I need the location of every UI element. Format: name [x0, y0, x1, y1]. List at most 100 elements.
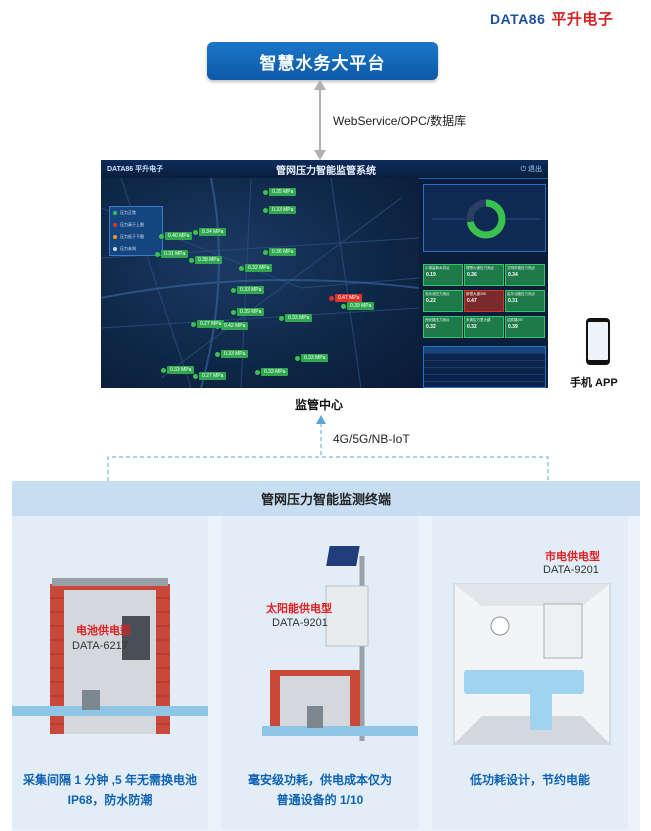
table-row[interactable] — [424, 382, 545, 388]
tile-name: 理想大道压力测点 — [466, 266, 494, 270]
marker-pin-icon[interactable] — [215, 352, 220, 357]
table-row[interactable] — [424, 368, 545, 375]
marker-pin-icon[interactable] — [231, 288, 236, 293]
tile-value: 0.19 — [426, 272, 436, 278]
phone-app-label: 手机 APP — [570, 377, 618, 389]
pressure-marker[interactable]: 0.35 MPa — [269, 188, 297, 196]
pressure-marker[interactable]: 0.33 MPa — [269, 206, 297, 214]
station-tile[interactable]: 永清区万里大路 0.32 — [464, 316, 504, 338]
pressure-marker[interactable]: 0.39 MPa — [347, 302, 375, 310]
tile-value: 0.32 — [426, 324, 436, 330]
pressure-marker[interactable]: 0.34 MPa — [199, 228, 227, 236]
monitor-screen: DATA86 平升电子 管网压力智能监管系统 ⏻ 退出 压力正常 压力高于上限 … — [101, 160, 548, 388]
panel-desc-line1: 毫安级功耗，供电成本仅为 — [247, 773, 392, 787]
legend-label: 压力未知 — [120, 246, 136, 251]
solar-device-illustration — [262, 546, 418, 741]
station-tile[interactable]: 西安路压力测点 0.32 — [423, 316, 463, 338]
panel-desc: 毫安级功耗，供电成本仅为 普通设备的 1/10 — [222, 770, 418, 810]
marker-pin-icon[interactable] — [239, 266, 244, 271]
marker-pin-icon[interactable] — [329, 296, 334, 301]
pressure-marker[interactable]: 0.31 MPa — [161, 250, 189, 258]
legend-label: 压力低于下限 — [120, 234, 144, 239]
pressure-marker[interactable]: 0.33 MPa — [167, 366, 195, 374]
marker-pin-icon[interactable] — [279, 316, 284, 321]
map-area[interactable]: 压力正常 压力高于上限 压力低于下限 压力未知 0.35 MPa 0.33 MPa… — [101, 178, 419, 388]
legend-dot-icon — [113, 235, 117, 239]
tile-name: 文明东路压力测点 — [507, 266, 535, 270]
pressure-marker[interactable]: 0.32 MPa — [245, 264, 273, 272]
panel-desc-line1: 采集间隔 1 分钟 ,5 年无需换电池 — [22, 773, 198, 787]
marker-pin-icon[interactable] — [263, 190, 268, 195]
legend-label: 压力正常 — [120, 210, 136, 215]
tile-value: 0.39 — [508, 324, 518, 330]
legend-unknown: 压力未知 — [110, 243, 162, 255]
exit-label: 退出 — [528, 166, 542, 173]
map-roads — [101, 178, 419, 388]
screen-title: 管网压力智能监管系统 — [276, 166, 376, 177]
marker-pin-icon[interactable] — [189, 258, 194, 263]
marker-pin-icon[interactable] — [155, 252, 160, 257]
panel-type: 电池供电型 — [76, 625, 131, 637]
table-row[interactable] — [424, 375, 545, 382]
map-legend: 压力正常 压力高于上限 压力低于下限 压力未知 — [109, 206, 163, 256]
gauge-card — [423, 184, 546, 252]
pressure-marker[interactable]: 0.38 MPa — [195, 256, 223, 264]
panel-battery: 电池供电型 DATA-6217 采集间隔 1 分钟 ,5 年无需换电池 IP68… — [12, 516, 208, 829]
marker-pin-icon[interactable] — [191, 322, 196, 327]
tile-name: 永清区万里大路 — [466, 318, 491, 322]
pressure-marker[interactable]: 0.36 MPa — [269, 248, 297, 256]
pressure-marker[interactable]: 0.33 MPa — [261, 368, 289, 376]
pressure-marker[interactable]: 0.27 MPa — [197, 320, 225, 328]
marker-pin-icon[interactable] — [255, 370, 260, 375]
tile-value: 0.32 — [467, 324, 477, 330]
station-tile[interactable]: 小镇高新水供点 0.19 — [423, 264, 463, 286]
marker-pin-icon[interactable] — [159, 234, 164, 239]
marker-pin-icon[interactable] — [295, 356, 300, 361]
panel-solar: 太阳能供电型 DATA-9201 毫安级功耗，供电成本仅为 普通设备的 1/10 — [222, 516, 418, 829]
marker-pin-icon[interactable] — [161, 368, 166, 373]
pressure-marker[interactable]: 0.39 MPa — [237, 308, 265, 316]
tile-name: 泡泳池压力测点 — [425, 292, 450, 296]
panel-desc-line1: 低功耗设计，节约电能 — [469, 773, 590, 787]
panel-desc-line2: 普通设备的 1/10 — [276, 793, 364, 807]
pressure-marker[interactable]: 0.33 MPa — [285, 314, 313, 322]
tile-name: 西安路压力测点 — [425, 318, 450, 322]
pressure-marker[interactable]: 0.33 MPa — [301, 354, 329, 362]
table-row[interactable] — [424, 354, 545, 361]
pressure-marker[interactable]: 0.27 MPa — [199, 372, 227, 380]
platform-box: 智慧水务大平台 — [207, 42, 438, 80]
marker-pin-icon[interactable] — [263, 208, 268, 213]
table-row[interactable] — [424, 361, 545, 368]
station-tile[interactable]: 泡泳池压力测点 0.22 — [423, 290, 463, 312]
link-top-label: WebService/OPC/数据库 — [333, 114, 467, 128]
tile-value: 0.22 — [426, 298, 436, 304]
pressure-marker[interactable]: 0.33 MPa — [237, 286, 265, 294]
pressure-marker[interactable]: 0.33 MPa — [221, 350, 249, 358]
brand-logo-text: DATA86 — [490, 11, 546, 27]
pressure-marker[interactable]: 0.42 MPa — [221, 322, 249, 330]
marker-pin-icon[interactable] — [341, 304, 346, 309]
screen-logo: DATA86 平升电子 — [107, 166, 164, 173]
panel-model: DATA-9201 — [543, 564, 599, 576]
mains-device-illustration — [453, 583, 611, 745]
tile-name: 小镇高新水供点 — [425, 266, 450, 270]
legend-label: 压力高于上限 — [120, 222, 144, 227]
exit-button[interactable]: ⏻ 退出 — [520, 166, 542, 173]
marker-pin-icon[interactable] — [193, 230, 198, 235]
legend-low: 压力低于下限 — [110, 231, 162, 243]
pressure-marker[interactable]: 0.40 MPa — [165, 232, 193, 240]
marker-pin-icon[interactable] — [193, 374, 198, 379]
tile-value: 0.47 — [467, 298, 477, 304]
marker-pin-icon[interactable] — [263, 250, 268, 255]
terminal-title: 管网压力智能监测终端 — [12, 481, 640, 516]
panel-model: DATA-6217 — [72, 640, 128, 652]
table-header — [424, 347, 545, 354]
marker-pin-icon[interactable] — [231, 310, 236, 315]
pressure-marker[interactable]: 0.47 MPa — [335, 294, 363, 302]
